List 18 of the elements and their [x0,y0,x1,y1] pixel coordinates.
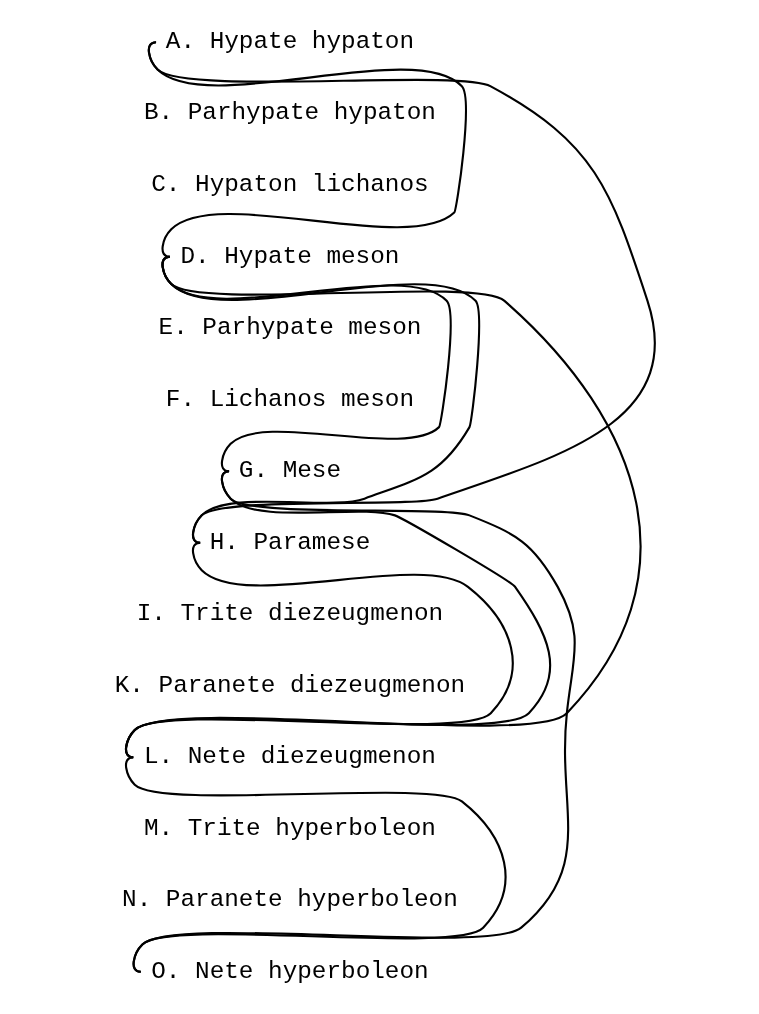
connector [124,756,506,973]
node-text: L. Nete diezeugmenon [143,743,436,771]
node-text: G. Mese [238,457,341,485]
node-text: H. Paramese [209,528,370,556]
node-text: B. Parhypate hypaton [143,99,436,127]
node-text: N. Paranete hyperboleon [121,886,458,914]
node-text: F. Lichanos meson [165,385,414,413]
connector [147,41,655,544]
node-text: I. Trite diezeugmenon [136,600,443,628]
connector [124,541,514,759]
node-text: E. Parhypate meson [158,314,421,342]
node-text: A. Hypate hypaton [165,27,414,55]
node-text: K. Paranete diezeugmenon [114,671,465,699]
node-text: O. Nete hyperboleon [150,957,429,985]
node-text: M. Trite hyperboleon [143,814,436,842]
connector [124,256,641,758]
node-text: D. Hypate meson [179,242,399,270]
node-text: C. Hypaton lichanos [150,170,429,198]
